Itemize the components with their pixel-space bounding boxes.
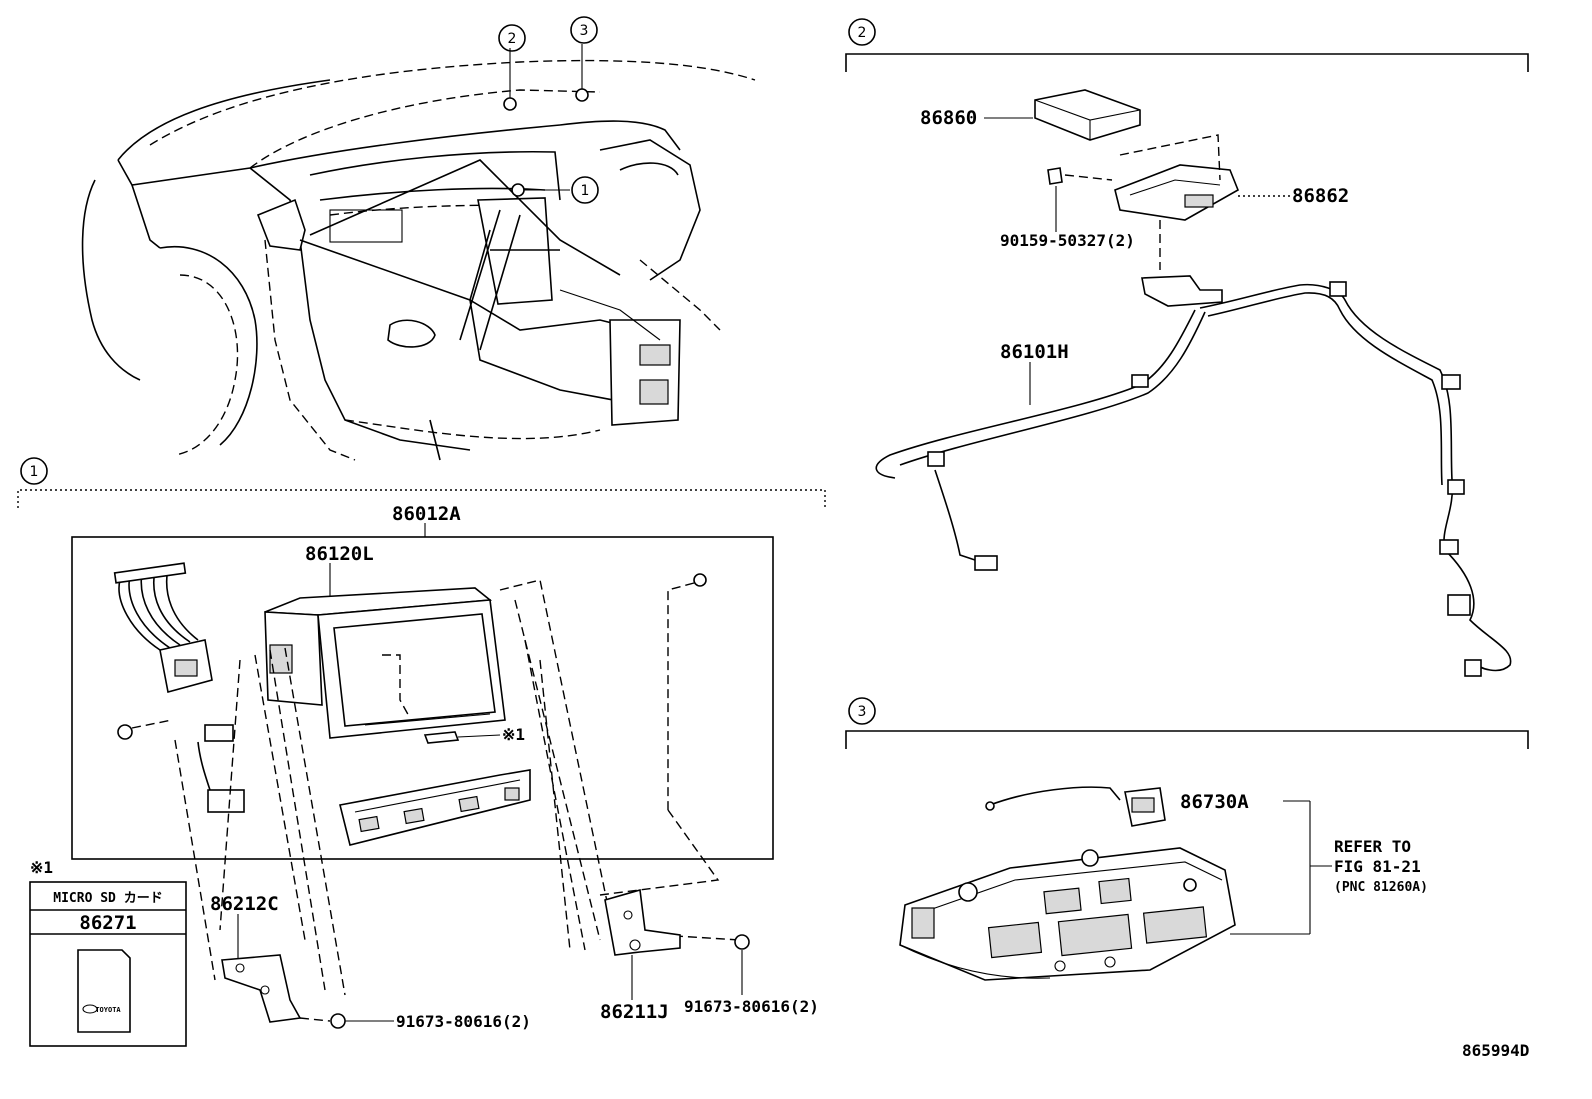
harness-86101H	[875, 275, 1512, 677]
label-sd-mark: ※1	[502, 725, 525, 744]
bracket-86212C	[221, 954, 302, 1023]
module-86860	[1034, 89, 1141, 141]
label-86862: 86862	[1292, 185, 1349, 207]
refer-line-1: REFER TO	[1334, 837, 1411, 856]
bracket-86862	[1114, 164, 1240, 221]
svg-text:2: 2	[508, 31, 517, 47]
sd-card-brand: TOYOTA	[95, 1006, 121, 1014]
screw-right-icon	[734, 934, 750, 950]
section-1-callout: 1	[30, 464, 39, 480]
label-86101H: 86101H	[1000, 341, 1069, 363]
lower-bezel	[339, 769, 531, 846]
bracket-86211J	[604, 888, 681, 956]
label-86212C: 86212C	[210, 893, 279, 915]
label-86730A: 86730A	[1180, 791, 1249, 813]
refer-line-3: (PNC 81260A)	[1334, 880, 1428, 895]
sd-card-box: ※1 MICRO SD カード 86271 TOYOTA	[29, 858, 187, 1047]
screw-icon	[117, 724, 133, 740]
refer-line-2: FIG 81-21	[1334, 857, 1421, 876]
label-screw-left: 91673-80616(2)	[396, 1012, 531, 1031]
sd-card-part-no: 86271	[79, 912, 136, 934]
section-3: 3 86730A REFER TO FIG 81-21 (PNC 81260A)	[845, 697, 1529, 981]
bolt-90159-icon	[1047, 167, 1063, 185]
assembly-frame	[71, 536, 774, 860]
sd-card-title: MICRO SD カード	[53, 891, 162, 906]
label-86860: 86860	[920, 107, 977, 129]
overview-callout-3: 3	[570, 16, 598, 44]
screw-left-icon	[330, 1013, 346, 1029]
overview-callout-1: 1	[571, 176, 599, 204]
section-1: 1 86012A 86120L ※1	[17, 457, 826, 1031]
section-2: 2 86860 86862 90159-50327(2)	[845, 18, 1529, 677]
label-86012A: 86012A	[392, 503, 461, 525]
svg-text:1: 1	[581, 183, 590, 199]
label-screw-right: 91673-80616(2)	[684, 997, 819, 1016]
overhead-console	[899, 847, 1236, 981]
label-90159: 90159-50327(2)	[1000, 231, 1135, 250]
connector-harness	[113, 562, 213, 693]
overview-callout-2: 2	[498, 24, 526, 52]
sd-card-header-mark: ※1	[30, 858, 53, 877]
microphone-86730A	[985, 786, 1166, 827]
drawing-number: 865994D	[1462, 1041, 1529, 1060]
usb-connector	[197, 724, 245, 813]
label-86120L: 86120L	[305, 543, 374, 565]
label-86211J: 86211J	[600, 1001, 669, 1023]
display-unit: ※1	[264, 587, 525, 744]
bolt-icon	[693, 573, 707, 587]
section-3-callout: 3	[858, 704, 867, 720]
sd-card-icon	[77, 949, 131, 1033]
vehicle-interior-illustration	[81, 44, 756, 461]
section-2-callout: 2	[858, 25, 867, 41]
svg-text:3: 3	[580, 23, 589, 39]
